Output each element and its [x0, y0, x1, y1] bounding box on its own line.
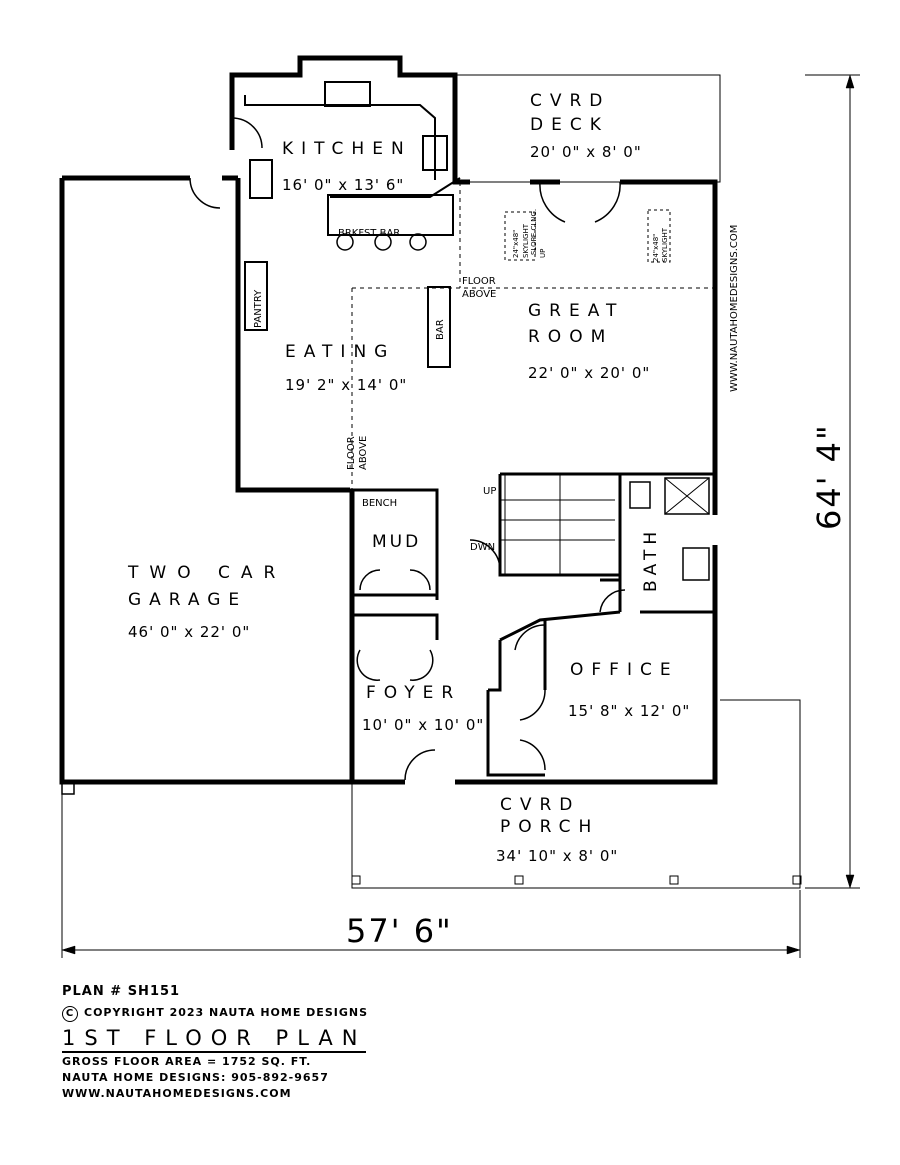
skylight-right — [647, 209, 671, 263]
slope-up: UP — [539, 249, 547, 258]
skylight-word-right: SKYLIGHT — [661, 227, 669, 262]
bench-label: BENCH — [362, 498, 397, 509]
floor-above-line — [351, 182, 715, 490]
porch-dim: 34' 10" x 8' 0" — [496, 847, 618, 865]
skylight-size-left: 24"x48" — [512, 230, 520, 258]
interior-walls — [350, 472, 715, 777]
copyright-symbol: C — [62, 1006, 78, 1022]
garage-walls — [59, 175, 352, 785]
foyer-label: FOYER — [366, 683, 461, 703]
deck — [454, 74, 721, 183]
mud-label: MUD — [372, 532, 421, 552]
floor-above-vert-2: ABOVE — [358, 436, 369, 470]
pantry-shelf — [244, 261, 268, 331]
floor-above-vert-1: FLOOR — [346, 436, 357, 470]
stair-up-label: UP — [483, 486, 496, 497]
floor-above-2: ABOVE — [462, 289, 496, 300]
fridge — [249, 159, 273, 199]
plan-number: PLAN # SH151 — [62, 984, 181, 999]
floor-above-1: FLOOR — [462, 276, 496, 287]
garage-dim: 46' 0" x 22' 0" — [128, 623, 250, 641]
great-room-dim: 22' 0" x 20' 0" — [528, 364, 650, 382]
deck-label-2: DECK — [530, 115, 609, 135]
stair — [500, 474, 615, 575]
website: WWW.NAUTAHOMEDESIGNS.COM — [62, 1087, 292, 1100]
copyright-line: C COPYRIGHT 2023 NAUTA HOME DESIGNS — [62, 1006, 368, 1022]
deck-label-1: CVRD — [530, 91, 610, 111]
website-vertical: WWW.NAUTAHOMEDESIGNS.COM — [729, 225, 740, 392]
bath-label: BATH — [641, 527, 661, 592]
bath-sink — [682, 547, 710, 581]
stair-down-label: DWN — [470, 542, 495, 553]
phone: NAUTA HOME DESIGNS: 905-892-9657 — [62, 1071, 329, 1084]
dim-horizontal — [61, 790, 801, 958]
door-swings — [189, 117, 626, 781]
kitchen-dim: 16' 0" x 13' 6" — [282, 176, 404, 194]
great-room-label-2: ROOM — [528, 327, 613, 347]
kitchen-counter — [244, 95, 461, 198]
floor-plan: CVRD DECK 20' 0" x 8' 0" KITCHEN 16' 0" … — [59, 55, 860, 958]
great-room-label-1: GREAT — [528, 301, 624, 321]
plan-title: 1ST FLOOR PLAN — [62, 1026, 367, 1053]
foyer-dim: 10' 0" x 10' 0" — [362, 716, 484, 734]
skylight-left — [504, 211, 536, 261]
deck-dim: 20' 0" x 8' 0" — [530, 143, 642, 161]
office-label: OFFICE — [570, 660, 679, 680]
pantry-label: PANTRY — [253, 289, 264, 328]
breakfast-bar — [327, 194, 454, 236]
stove — [422, 135, 448, 171]
bath-shower — [664, 477, 710, 515]
porch-label-1: CVRD — [500, 795, 580, 815]
porch-label-2: PORCH — [500, 817, 599, 837]
porch — [351, 699, 801, 889]
kitchen-label: KITCHEN — [282, 139, 412, 159]
garage-label-1: TWO CAR — [127, 563, 286, 583]
copyright-text: COPYRIGHT 2023 NAUTA HOME DESIGNS — [84, 1006, 368, 1019]
slope-ceiling: SLOPE CLNG. — [530, 209, 538, 255]
sink — [324, 81, 371, 107]
skylight-word-left: SKYLIGHT — [522, 223, 530, 258]
garage-label-2: GARAGE — [128, 590, 247, 610]
bar-label: BAR — [435, 319, 446, 340]
office-dim: 15' 8" x 12' 0" — [568, 702, 690, 720]
skylight-size-right: 24"x48" — [652, 234, 660, 262]
dim-vertical — [805, 74, 860, 889]
bath-toilet — [629, 481, 651, 509]
eating-dim: 19' 2" x 14' 0" — [285, 376, 407, 394]
eating-label: EATING — [285, 342, 395, 362]
overall-depth: 64' 4" — [810, 423, 848, 530]
gross-area: GROSS FLOOR AREA = 1752 SQ. FT. — [62, 1055, 312, 1068]
overall-width: 57' 6" — [346, 912, 453, 950]
bar-counter — [427, 286, 451, 368]
brkfst-label: BRKFST BAR — [338, 228, 400, 239]
